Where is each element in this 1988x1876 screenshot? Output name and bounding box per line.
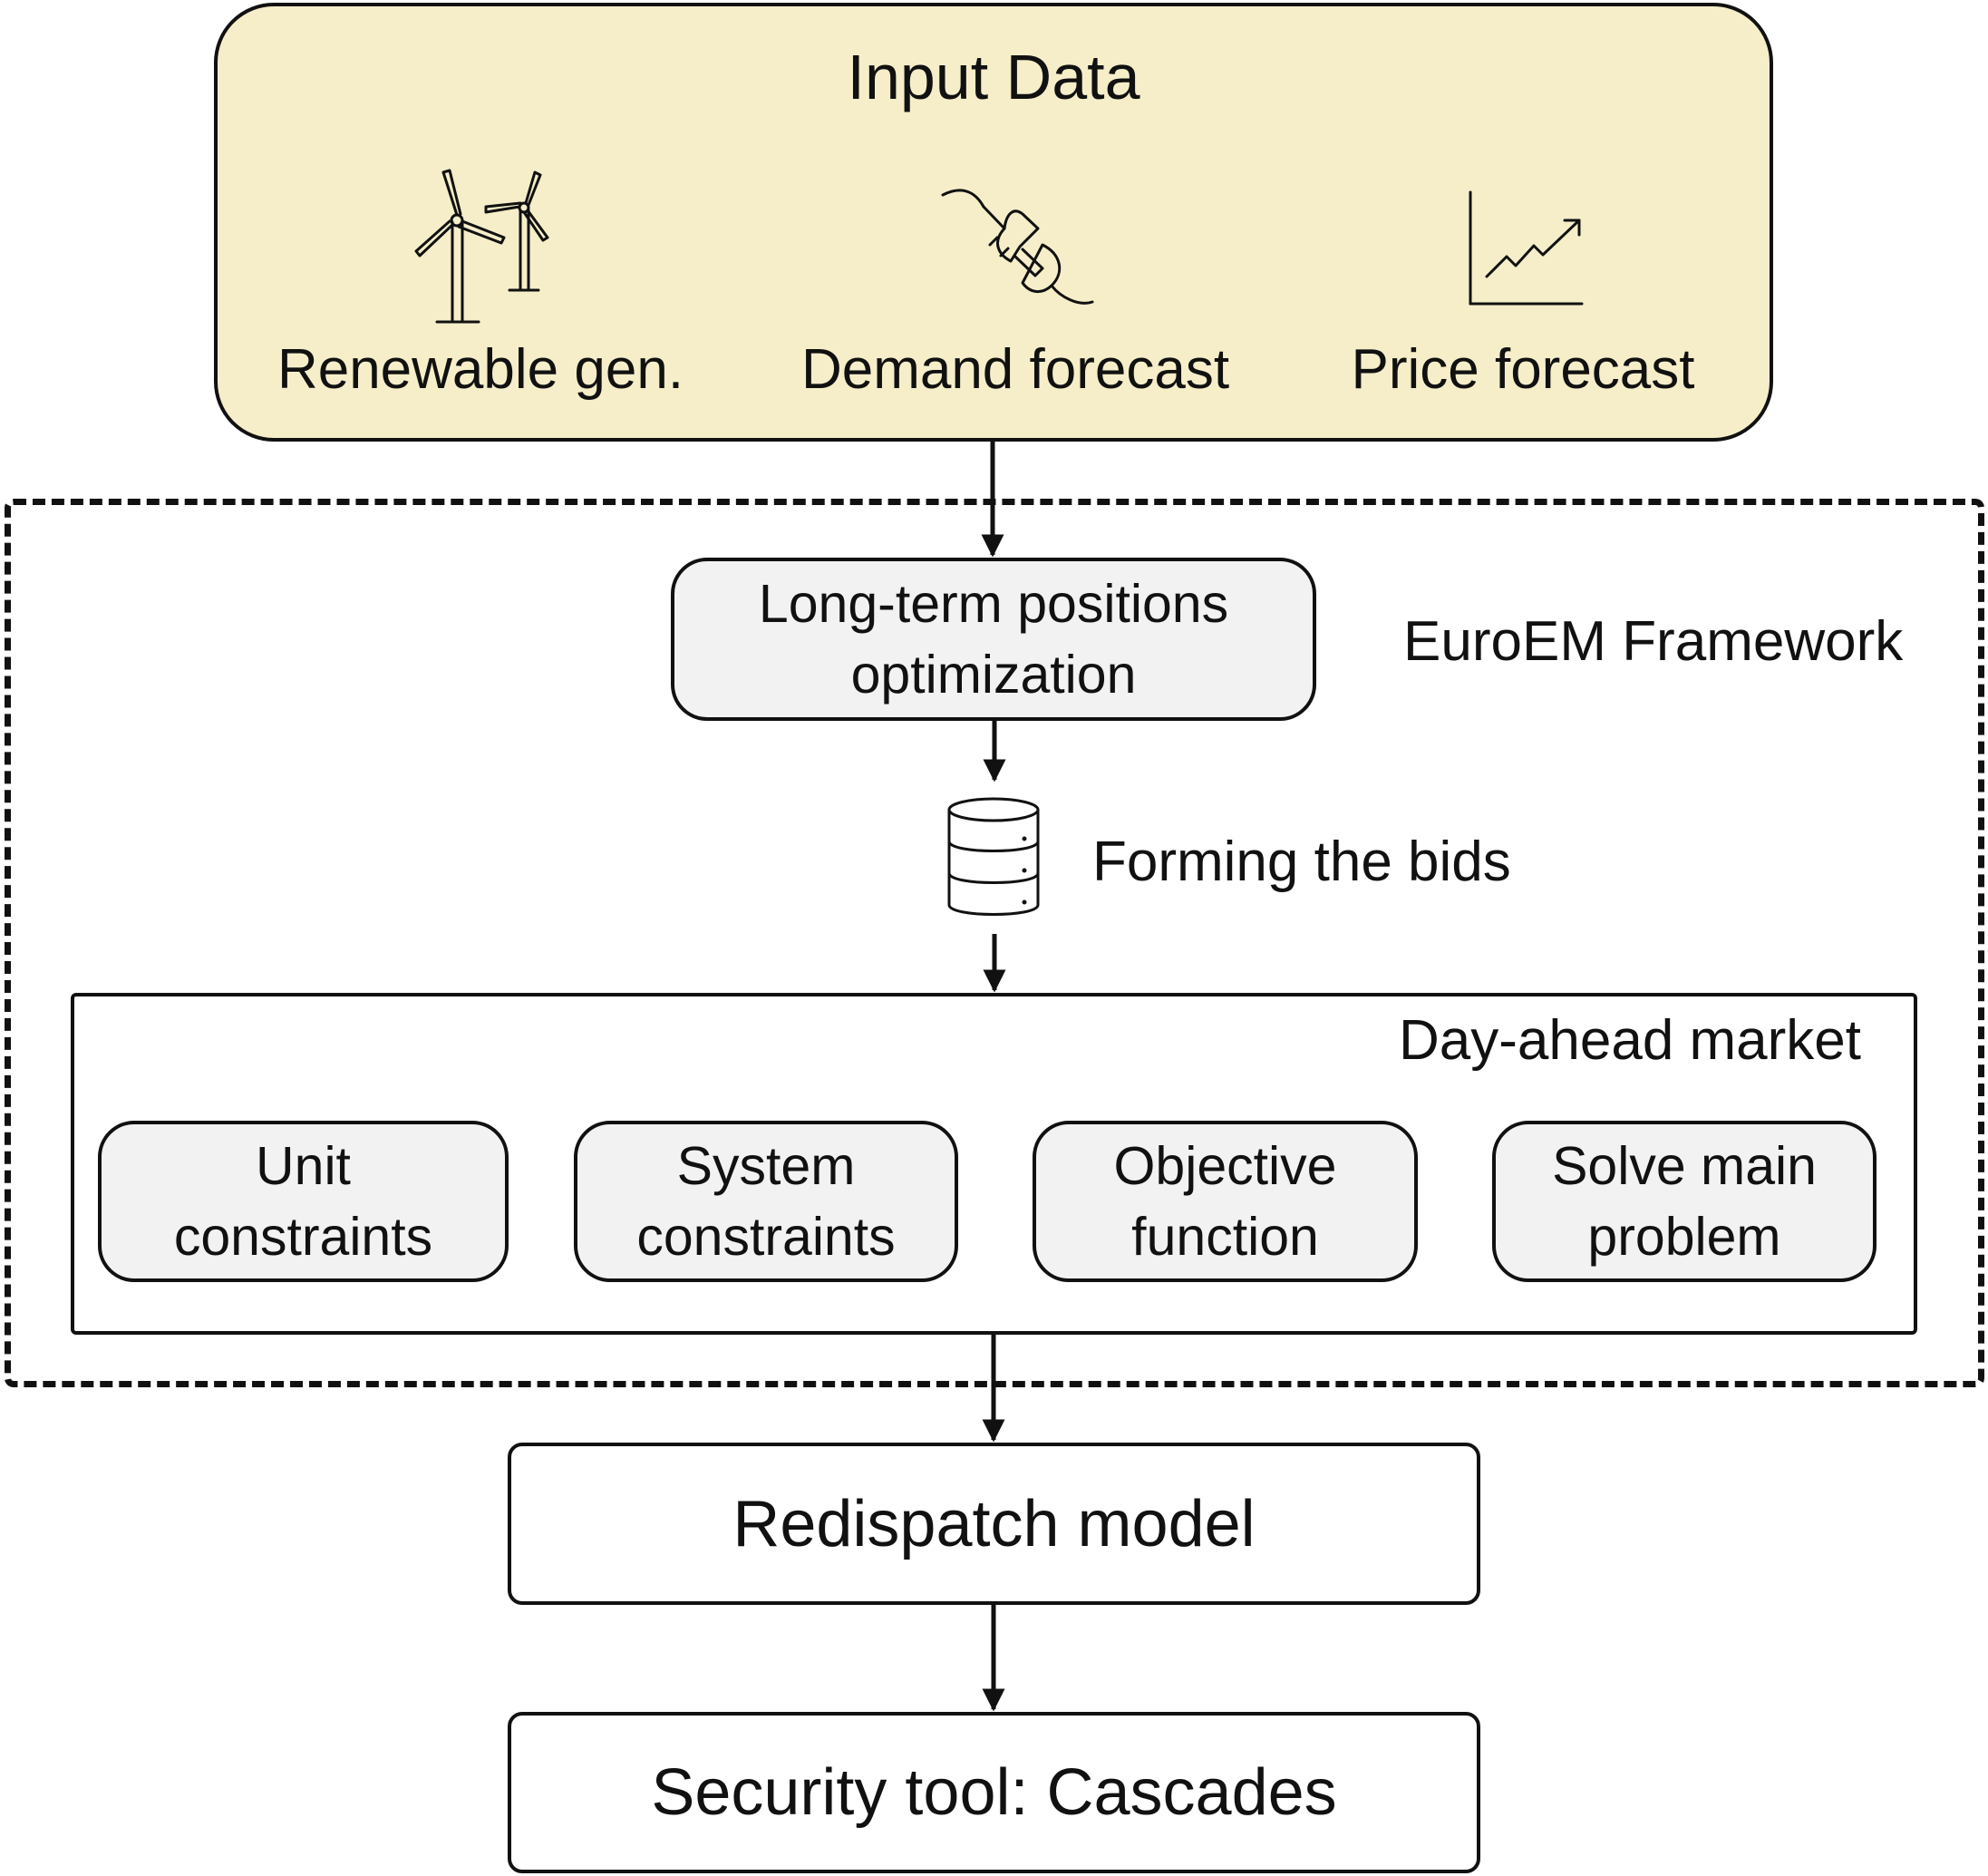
redispatch-model-box: Redispatch model: [508, 1443, 1480, 1605]
input-data-title: Input Data: [847, 42, 1140, 112]
line-chart-icon: [1469, 190, 1584, 306]
euroem-framework-region: [5, 499, 1984, 1387]
forming-bids-label: Forming the bids: [1092, 831, 1511, 893]
input-data-panel: [214, 3, 1773, 442]
wind-turbine-icon: [414, 169, 549, 324]
unit-constraints-box: Unit constraints: [98, 1121, 509, 1282]
long-term-optimization-box: Long-term positions optimization: [671, 558, 1316, 721]
long-term-line1: Long-term positions: [758, 574, 1229, 634]
renewable-gen-label: Renewable gen.: [276, 338, 684, 401]
demand-forecast-label: Demand forecast: [800, 338, 1230, 401]
unit-constraints-line1: Unit: [256, 1136, 351, 1196]
database-icon: [947, 797, 1040, 916]
price-forecast-label: Price forecast: [1351, 338, 1695, 401]
system-constraints-line1: System: [676, 1136, 856, 1196]
solve-main-problem-line1: Solve main: [1552, 1136, 1817, 1196]
system-constraints-box: System constraints: [574, 1121, 958, 1282]
objective-function-line2: function: [1131, 1207, 1319, 1267]
unit-constraints-line2: constraints: [173, 1207, 433, 1267]
day-ahead-market-label: Day-ahead market: [1399, 1009, 1862, 1072]
security-tool-box: Security tool: Cascades: [508, 1712, 1480, 1873]
solve-main-problem-line2: problem: [1587, 1207, 1781, 1267]
solve-main-problem-box: Solve main problem: [1492, 1121, 1876, 1282]
euroem-framework-label: EuroEM Framework: [1403, 610, 1904, 673]
power-plug-icon: [941, 189, 1094, 305]
objective-function-line1: Objective: [1113, 1136, 1337, 1196]
long-term-line2: optimization: [850, 645, 1137, 705]
system-constraints-line2: constraints: [636, 1207, 896, 1267]
objective-function-box: Objective function: [1033, 1121, 1418, 1282]
